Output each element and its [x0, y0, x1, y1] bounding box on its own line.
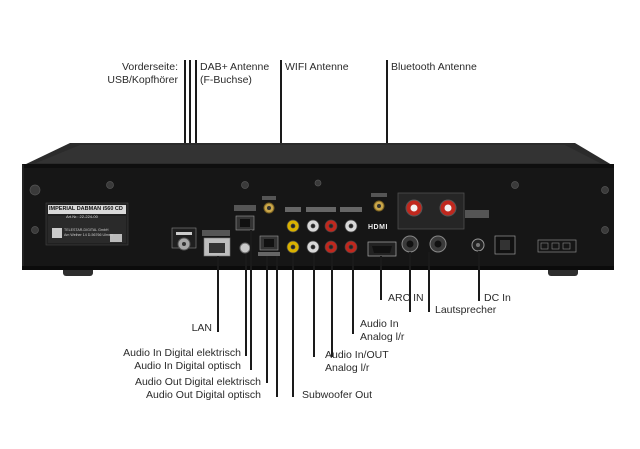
audio-in-label: Audio In Analog l/r	[360, 318, 404, 343]
audio-in-digital-label: Audio In Digital elektrisch Audio In Dig…	[110, 347, 241, 372]
audio-out-digital-label: Audio Out Digital elektrisch Audio Out D…	[130, 376, 261, 401]
model-sub: Art.Nr.: 22-224-00	[66, 214, 98, 219]
front-usb-label-line2: USB/Kopfhörer	[107, 73, 178, 86]
audio-in-digital-leader-a	[245, 254, 247, 356]
audio-in-out-label-line1: Audio In/OUT	[325, 349, 389, 361]
wifi-antenna-label: WIFI Antenne	[285, 61, 349, 73]
compliance-icons	[537, 239, 577, 253]
front-usb-leader-a	[184, 60, 186, 144]
screw-icon	[29, 184, 41, 196]
front-usb-label: Vorderseite: USB/Kopfhörer	[80, 61, 178, 86]
dc-in-leader	[478, 251, 480, 301]
speaker-label: Lautsprecher	[435, 304, 497, 316]
subwoofer-leader	[292, 254, 294, 397]
audio-in-out-leader-a	[313, 254, 315, 357]
front-usb-label-line1: Vorderseite:	[121, 61, 178, 73]
bluetooth-antenna-leader	[386, 60, 388, 144]
dab-antenna-label-line1: DAB+ Antenne	[200, 61, 270, 73]
audio-in-leader	[352, 254, 354, 334]
audio-out-digital-label-line1: Audio Out Digital elektrisch	[134, 376, 261, 388]
lan-label: LAN	[191, 322, 212, 334]
audio-in-digital-leader-b	[250, 230, 252, 370]
audio-in-label-line2: Analog l/r	[360, 330, 405, 343]
wifi-antenna-leader	[280, 60, 282, 150]
company-text: TELESTAR-DIGITAL GmbH	[64, 228, 109, 232]
dab-antenna-label-line2: (F-Buchse)	[200, 73, 252, 86]
dc-in-label: DC In	[484, 292, 511, 304]
audio-out-digital-leader-b	[276, 256, 278, 397]
front-usb-leader-b	[189, 60, 191, 144]
bluetooth-antenna-label: Bluetooth Antenne	[391, 61, 477, 73]
speaker-leader-a	[409, 252, 411, 312]
dab-antenna-leader	[195, 60, 197, 146]
audio-in-digital-label-line1: Audio In Digital elektrisch	[123, 347, 241, 359]
audio-in-out-leader-b	[331, 254, 333, 357]
arc-in-label: ARC IN	[388, 292, 424, 304]
dab-antenna-label: DAB+ Antenne (F-Buchse)	[200, 61, 269, 86]
subwoofer-label: Subwoofer Out	[302, 389, 373, 401]
audio-in-out-label-line2: Analog l/r	[325, 361, 370, 374]
hdmi-logo: HDMI	[368, 224, 388, 231]
address-text: Am Weiher 14 D-56766 Ulmen	[64, 233, 113, 237]
speaker-leader-b	[428, 252, 430, 312]
lan-leader	[217, 256, 219, 332]
audio-out-digital-leader-a	[266, 256, 268, 383]
audio-in-digital-label-line2: Audio In Digital optisch	[134, 359, 241, 372]
audio-in-out-label: Audio In/OUT Analog l/r	[325, 349, 389, 374]
arc-in-leader	[380, 256, 382, 300]
audio-in-label-line1: Audio In	[360, 318, 399, 330]
audio-out-digital-label-line2: Audio Out Digital optisch	[146, 388, 261, 401]
model-label: IMPERIAL DABMAN i560 CD	[49, 206, 123, 212]
